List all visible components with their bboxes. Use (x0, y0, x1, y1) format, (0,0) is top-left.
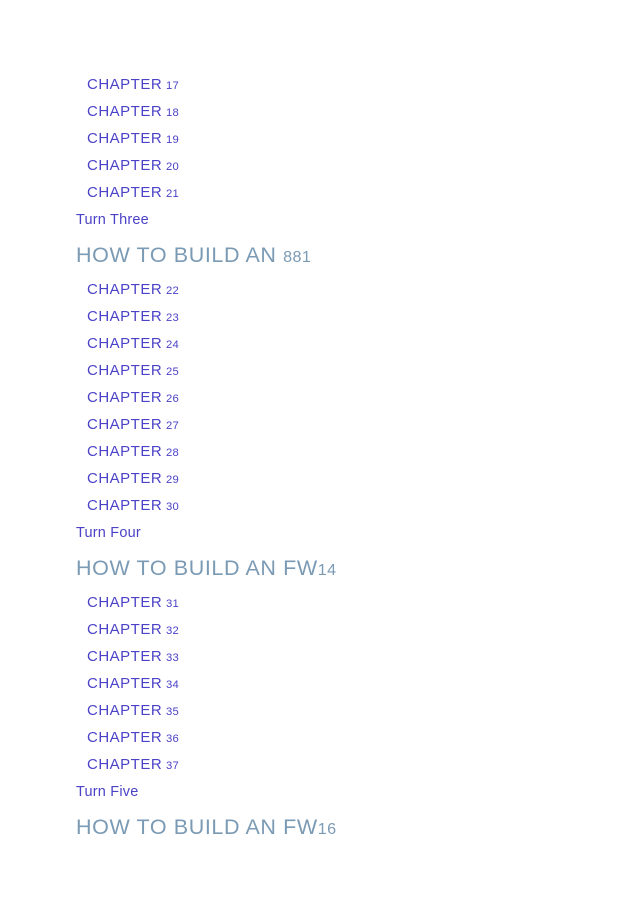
chapter-label: CHAPTER (87, 594, 163, 611)
chapter-label: CHAPTER (87, 76, 163, 93)
chapter-label: CHAPTER (87, 184, 163, 201)
chapter-label: CHAPTER (87, 157, 163, 174)
chapter-number: 35 (166, 706, 180, 718)
chapter-label: CHAPTER (87, 756, 163, 773)
chapter-number: 32 (166, 625, 180, 637)
toc-part-heading-link[interactable]: HOW TO BUILD AN FW16 (76, 811, 336, 845)
chapter-number: 33 (166, 652, 180, 664)
toc-part-heading-link[interactable]: HOW TO BUILD AN 881 (76, 239, 311, 273)
chapter-label: CHAPTER (87, 648, 163, 665)
chapter-label: CHAPTER (87, 335, 163, 352)
chapter-number: 27 (166, 420, 180, 432)
chapter-label: CHAPTER (87, 470, 163, 487)
part-heading-number: 16 (317, 820, 337, 838)
chapter-label: CHAPTER (87, 130, 163, 147)
chapter-number: 34 (166, 679, 180, 691)
chapter-label: CHAPTER (87, 443, 163, 460)
chapter-label: CHAPTER (87, 103, 163, 120)
chapter-number: 30 (166, 501, 180, 513)
chapter-number: 25 (166, 366, 180, 378)
chapter-label: CHAPTER (87, 281, 163, 298)
chapter-number: 24 (166, 339, 180, 351)
chapter-label: CHAPTER (87, 362, 163, 379)
chapter-label: CHAPTER (87, 702, 163, 719)
chapter-label: CHAPTER (87, 621, 163, 638)
part-heading-number: 881 (283, 248, 312, 266)
part-heading-text: HOW TO BUILD AN FW (76, 556, 318, 580)
chapter-number: 31 (166, 598, 180, 610)
toc-turn-link[interactable]: Turn Three (76, 212, 149, 228)
chapter-number: 36 (166, 733, 180, 745)
part-heading-number: 14 (317, 561, 337, 579)
chapter-number: 26 (166, 393, 180, 405)
chapter-number: 28 (166, 447, 180, 459)
chapter-label: CHAPTER (87, 416, 163, 433)
chapter-number: 37 (166, 760, 180, 772)
chapter-number: 21 (166, 188, 180, 200)
toc-part-heading-link[interactable]: HOW TO BUILD AN FW14 (76, 552, 336, 586)
part-heading-text: HOW TO BUILD AN (76, 243, 284, 267)
chapter-number: 18 (166, 107, 180, 119)
toc-turn-link[interactable]: Turn Four (76, 525, 141, 541)
chapter-label: CHAPTER (87, 675, 163, 692)
chapter-label: CHAPTER (87, 497, 163, 514)
chapter-number: 22 (166, 285, 180, 297)
chapter-number: 19 (166, 134, 180, 146)
chapter-label: CHAPTER (87, 389, 163, 406)
chapter-number: 29 (166, 474, 180, 486)
toc-turn-link[interactable]: Turn Five (76, 784, 139, 800)
chapter-label: CHAPTER (87, 308, 163, 325)
chapter-number: 17 (166, 80, 180, 92)
part-heading-text: HOW TO BUILD AN FW (76, 815, 318, 839)
chapter-number: 23 (166, 312, 180, 324)
chapter-number: 20 (166, 161, 180, 173)
chapter-label: CHAPTER (87, 729, 163, 746)
